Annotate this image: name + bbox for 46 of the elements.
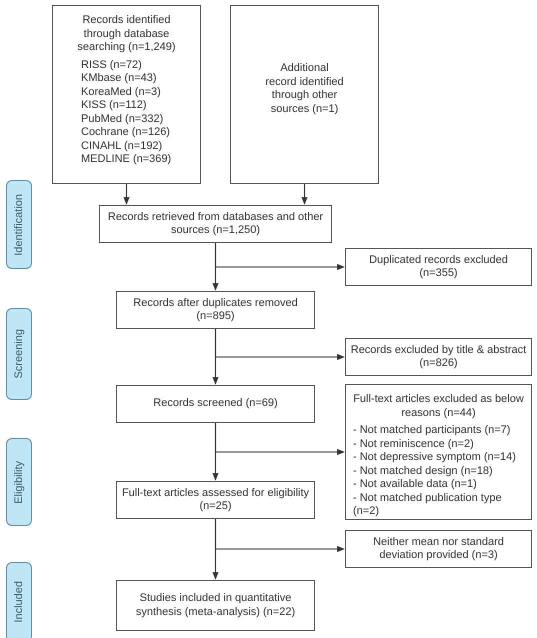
process-box — [345, 248, 532, 286]
list-item: Cochrane (n=126) — [80, 126, 171, 140]
arrow — [214, 519, 345, 552]
process-box — [116, 580, 315, 631]
list-item: RISS (n=72) — [80, 58, 143, 72]
list-item: PubMed (n=332) — [80, 112, 164, 126]
list-item: - Not available data (n=1) — [352, 478, 478, 492]
list-item: KISS (n=112) — [80, 99, 148, 112]
box-text: Records identified through database searching (n=1,249) — [76, 14, 177, 54]
list-item: - Not depressive symptom (n=14) — [352, 451, 517, 464]
list-item: - Not matched design (n=18) — [352, 464, 494, 478]
process-box — [116, 481, 315, 519]
process-box — [345, 530, 532, 568]
box-text: Studies included in quantitative synthesis (meta-analysis) (n=22) — [134, 592, 296, 619]
box-text: Records screened (n=69) — [152, 397, 279, 411]
stage-label: Eligibility — [6, 438, 32, 526]
box-text: Neither mean nor standard deviation provided (n=3) — [372, 536, 505, 562]
stage-label: Included — [6, 562, 32, 638]
process-box — [116, 385, 315, 423]
arrow — [214, 243, 345, 270]
process-box — [230, 5, 379, 184]
box-text: Full-text articles excluded as below reasons (n=44) — [352, 393, 525, 420]
list-item: - Not matched publication type (n=2) — [352, 492, 503, 518]
process-box — [116, 291, 315, 329]
list-item: KoreaMed (n=3) — [80, 86, 162, 99]
arrow — [301, 184, 308, 205]
process-box — [345, 384, 532, 520]
arrow — [214, 423, 345, 456]
process-box — [99, 205, 332, 243]
list-item: - Not reminiscence (n=2) — [352, 438, 475, 451]
list-item: - Not matched participants (n=7) — [352, 424, 512, 438]
box-text: Records retrieved from databases and other sources (n=1,250) — [106, 210, 324, 238]
box-text: Records excluded by title & abstract (n=826) — [350, 344, 527, 370]
arrow — [214, 329, 345, 360]
box-text: Additional record identified through other sources (n=1) — [265, 62, 344, 116]
process-box — [345, 338, 532, 376]
list-item: KMbase (n=43) — [80, 72, 158, 86]
arrow — [123, 184, 130, 205]
list-item: CINAHL (n=192) — [80, 140, 164, 153]
box-text: Duplicated records excluded (n=355) — [368, 254, 509, 280]
box-text: Full-text articles assessed for eligibility (n=25) — [121, 486, 310, 514]
process-box — [52, 5, 201, 184]
box-text: Records after duplicates removed (n=895) — [132, 296, 299, 324]
stage-label: Identification — [6, 180, 32, 269]
list-item: MEDLINE (n=369) — [80, 153, 172, 166]
stage-label: Screening — [6, 308, 32, 400]
